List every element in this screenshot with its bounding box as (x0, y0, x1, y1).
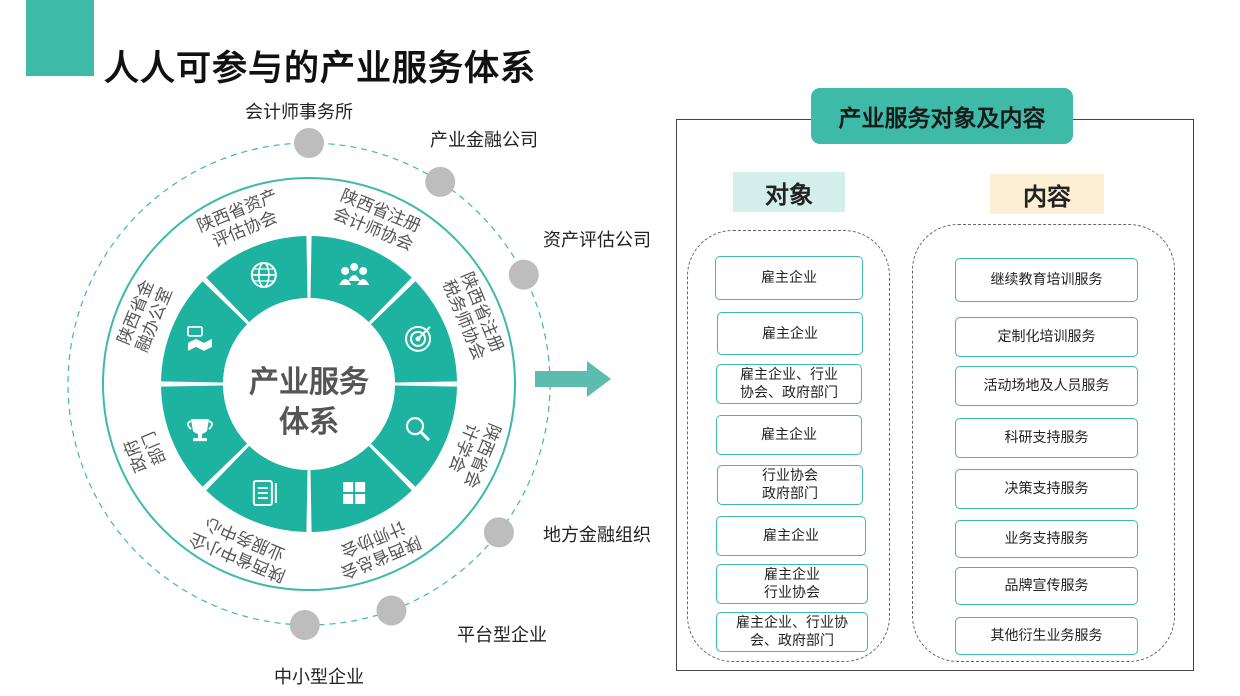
outer-node-dot (508, 259, 539, 290)
object-item: 雇主企业 (716, 516, 866, 556)
contents-header: 内容 (990, 174, 1104, 214)
wheel-segment (206, 236, 308, 323)
content-item: 活动场地及人员服务 (955, 366, 1138, 406)
outer-node-label: 产业金融公司 (430, 130, 538, 151)
object-item: 雇主企业 (716, 415, 862, 455)
magnifier-icon (405, 417, 431, 442)
content-item: 定制化培训服务 (955, 317, 1138, 357)
content-item: 科研支持服务 (955, 418, 1138, 458)
document-list-icon (252, 480, 277, 507)
target-icon (405, 325, 432, 352)
outer-node-label: 平台型企业 (457, 625, 547, 646)
center-title-line1: 产业服务 (249, 365, 369, 400)
objects-header: 对象 (733, 172, 845, 212)
object-item: 雇主企业 (715, 256, 863, 300)
contents-group (912, 224, 1175, 662)
globe-icon (250, 261, 277, 288)
outer-node-dot (376, 595, 407, 626)
middle-ring (102, 177, 516, 591)
center-disc (223, 298, 395, 470)
right-arrow-icon (535, 361, 611, 397)
outer-node-dot (294, 128, 324, 158)
people-group-icon (339, 262, 370, 285)
content-item: 决策支持服务 (955, 469, 1138, 509)
outer-node-label: 资产评估公司 (543, 230, 651, 251)
outer-node-label: 中小型企业 (274, 667, 364, 688)
wheel-segment (370, 385, 457, 487)
wheel-segment (206, 445, 308, 532)
trophy-icon (187, 419, 213, 442)
objects-group (687, 230, 890, 662)
content-item: 业务支持服务 (955, 520, 1138, 558)
outer-node-label: 会计师事务所 (245, 102, 353, 123)
title-accent-block (26, 0, 94, 76)
outer-node-dot (425, 166, 456, 197)
service-system-wheel: 陕西省资产评估协会陕西省注册会计师协会陕西省注册税务师协会陕西省会计学会陕西省总… (67, 128, 551, 640)
outer-node-dot (483, 517, 514, 548)
panel-title: 产业服务对象及内容 (811, 88, 1073, 144)
handshake-money-icon (187, 325, 212, 351)
object-item: 雇主企业 (717, 312, 863, 355)
page-title: 人人可参与的产业服务体系 (104, 49, 537, 89)
wheel-segment (161, 281, 248, 383)
wheel-segment (370, 281, 457, 383)
wheel-segment (310, 236, 412, 323)
content-item: 品牌宣传服务 (955, 567, 1138, 605)
center-title-line2: 体系 (279, 405, 339, 440)
object-item: 雇主企业、行业 协会、政府部门 (716, 364, 862, 404)
wheel-segment (161, 385, 248, 487)
content-item: 继续教育培训服务 (955, 258, 1138, 302)
puzzle-icon (343, 482, 366, 505)
content-item: 其他衍生业务服务 (955, 617, 1138, 655)
object-item: 雇主企业、行业协 会、政府部门 (716, 612, 868, 652)
object-item: 行业协会 政府部门 (717, 465, 863, 505)
object-item: 雇主企业 行业协会 (716, 564, 868, 604)
outer-node-dot (289, 609, 320, 640)
outer-node-label: 地方金融组织 (543, 525, 651, 546)
